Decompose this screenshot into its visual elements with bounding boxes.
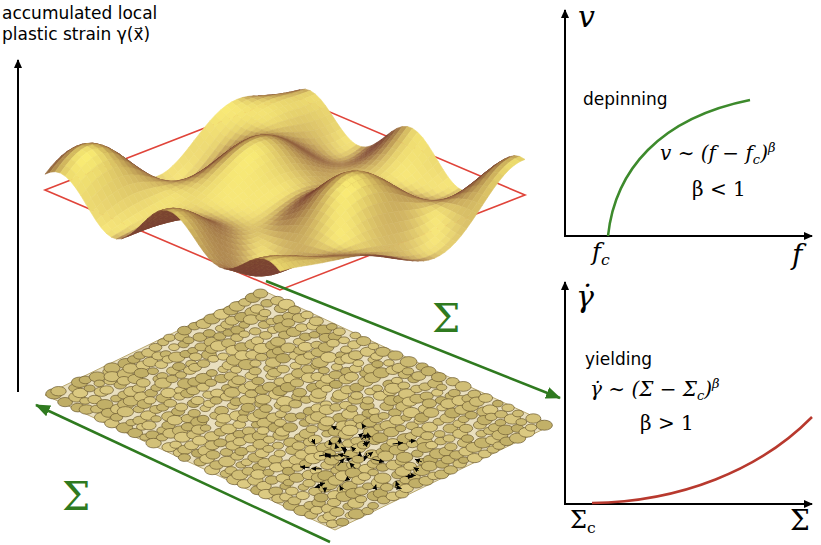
- reference-plane: [45, 95, 525, 290]
- surface-patch: [193, 237, 203, 245]
- surface-patch: [132, 227, 143, 233]
- strain-axis: [17, 60, 19, 392]
- surface-patch: [142, 217, 152, 224]
- surface-patch: [188, 229, 199, 237]
- surface-patch: [147, 213, 157, 219]
- strain-surface: [45, 89, 525, 276]
- surface-patch: [137, 222, 147, 229]
- surface-patch: [178, 216, 189, 222]
- surface-patch: [183, 222, 194, 229]
